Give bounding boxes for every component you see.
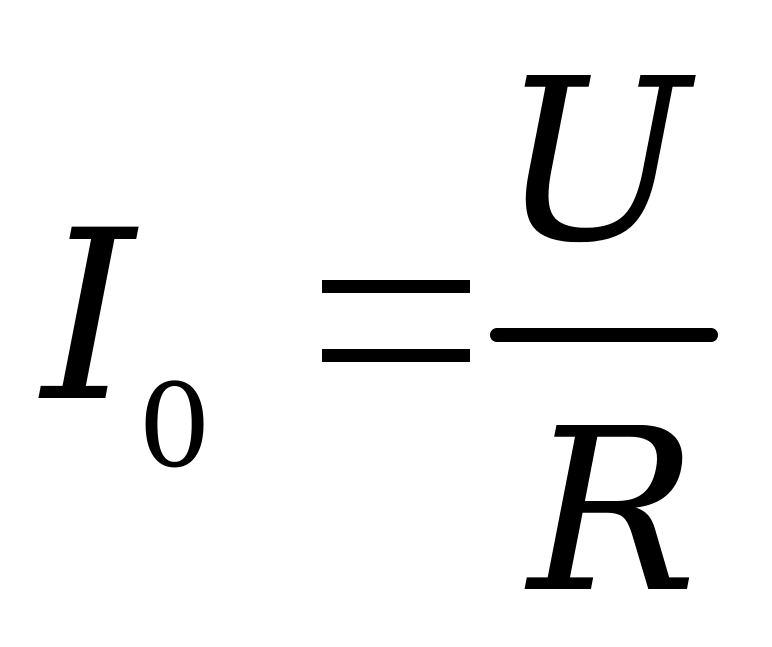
current-symbol: I xyxy=(42,181,135,454)
denominator-resistance: R xyxy=(528,381,698,643)
equals-sign xyxy=(322,280,470,362)
numerator-voltage: U xyxy=(500,31,690,293)
subscript-zero: 0 xyxy=(138,360,212,494)
fraction-bar xyxy=(490,328,718,342)
